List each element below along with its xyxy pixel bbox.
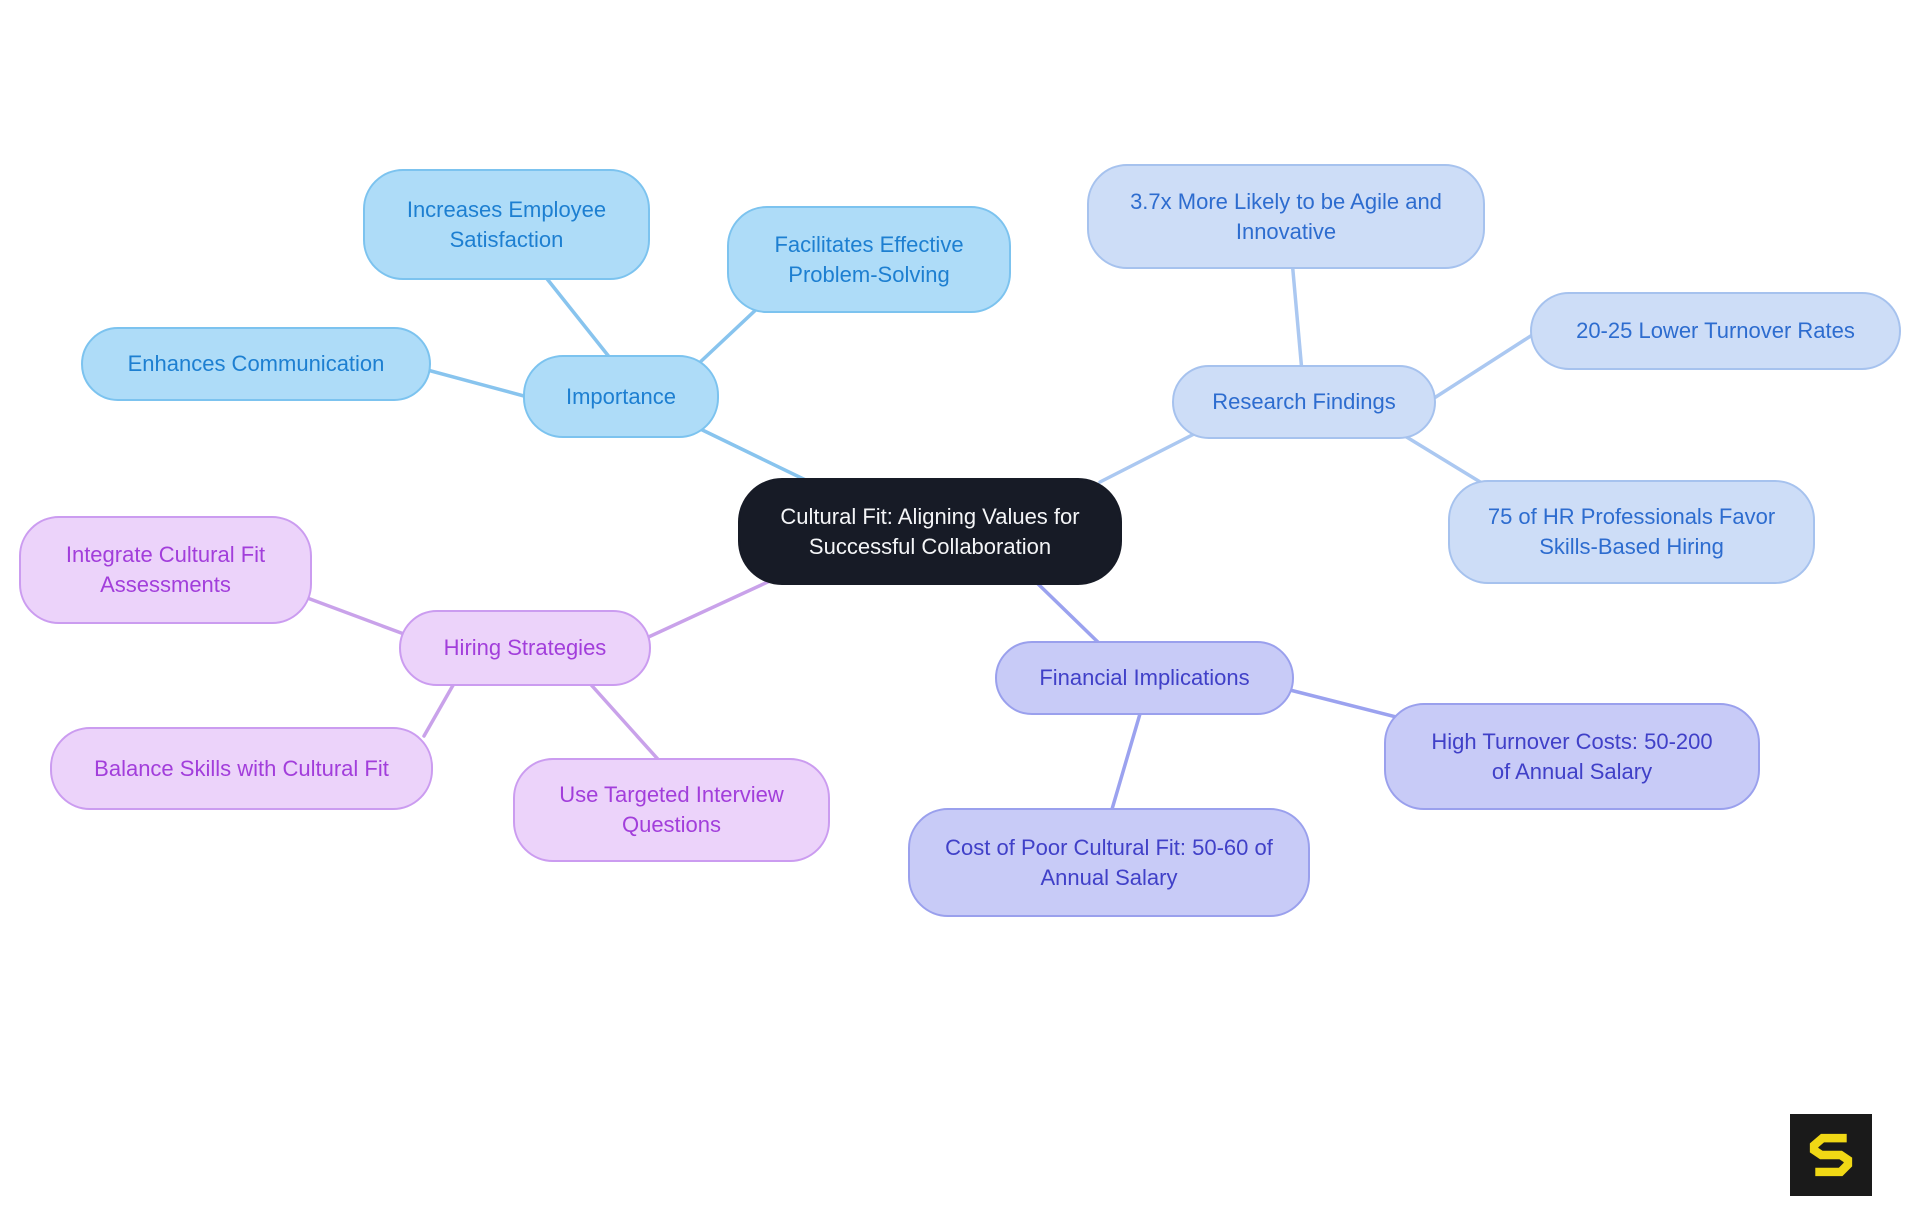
central-topic-label: Cultural Fit: Aligning Values for Succes… <box>780 503 1080 559</box>
node-balance-skills-cultural-fit: Balance Skills with Cultural Fit <box>50 727 433 810</box>
node-central-topic: Cultural Fit: Aligning Values for Succes… <box>738 478 1122 585</box>
node-cost-poor-cultural-fit: Cost of Poor Cultural Fit: 50-60 of Annu… <box>908 808 1310 917</box>
balance-skills-cultural-fit-label: Balance Skills with Cultural Fit <box>94 755 389 781</box>
node-importance: Importance <box>523 355 719 438</box>
edge-importance-enhances-communication <box>418 366 537 401</box>
node-hr-professionals-skills-hiring: 75 of HR Professionals Favor Skills-Base… <box>1448 480 1815 584</box>
edge-hiring-targeted-questions <box>583 676 666 768</box>
edge-research-agile-innovative <box>1290 258 1304 374</box>
node-research-findings: Research Findings <box>1172 365 1436 439</box>
edge-financial-cost-poor-fit <box>1108 705 1144 818</box>
edge-center-importance <box>688 422 822 489</box>
importance-label: Importance <box>565 383 677 409</box>
node-agile-innovative: 3.7x More Likely to be Agile and Innovat… <box>1087 164 1485 269</box>
node-facilitates-problem-solving: Facilitates Effective Problem-Solving <box>727 206 1011 313</box>
facilitates-problem-solving-label: Facilitates Effective Problem-Solving <box>774 231 964 287</box>
node-high-turnover-costs: High Turnover Costs: 50-200 of Annual Sa… <box>1384 703 1760 810</box>
research-findings-label: Research Findings <box>1212 389 1396 414</box>
agile-innovative-label: 3.7x More Likely to be Agile and Innovat… <box>1130 188 1442 244</box>
edge-importance-increases-satisfaction <box>538 268 620 370</box>
edge-center-hiring-strategies <box>640 578 774 642</box>
hiring-strategies-label: Hiring Strategies <box>443 635 607 660</box>
edge-research-hr-professionals <box>1398 431 1492 490</box>
logo-s-icon <box>1809 1133 1853 1177</box>
edge-importance-problem-solving <box>694 302 764 368</box>
edge-hiring-integrate-assessments <box>300 594 414 639</box>
cost-poor-cultural-fit-label: Cost of Poor Cultural Fit: 50-60 of Annu… <box>945 834 1273 890</box>
edge-center-financial-implications <box>1032 578 1106 650</box>
edge-center-research-findings <box>1098 430 1200 484</box>
node-lower-turnover-rates: 20-25 Lower Turnover Rates <box>1530 292 1901 370</box>
node-targeted-interview-questions: Use Targeted Interview Questions <box>513 758 830 862</box>
edge-research-turnover-rates <box>1426 328 1542 404</box>
node-integrate-cultural-fit-assessments: Integrate Cultural Fit Assessments <box>19 516 312 624</box>
targeted-interview-questions-label: Use Targeted Interview Questions <box>559 782 784 837</box>
increases-employee-satisfaction-label: Increases Employee Satisfaction <box>406 196 607 252</box>
node-increases-employee-satisfaction: Increases Employee Satisfaction <box>363 169 650 280</box>
enhances-communication-label: Enhances Communication <box>127 351 385 376</box>
brand-logo <box>1790 1114 1872 1196</box>
node-financial-implications: Financial Implications <box>995 641 1294 715</box>
edge-hiring-balance-skills <box>422 678 458 738</box>
node-hiring-strategies: Hiring Strategies <box>399 610 651 686</box>
lower-turnover-rates-label: 20-25 Lower Turnover Rates <box>1576 318 1855 343</box>
node-enhances-communication: Enhances Communication <box>81 327 431 401</box>
high-turnover-costs-label: High Turnover Costs: 50-200 of Annual Sa… <box>1431 728 1713 784</box>
hr-professionals-skills-hiring-label: 75 of HR Professionals Favor Skills-Base… <box>1487 504 1776 559</box>
financial-implications-label: Financial Implications <box>1039 665 1250 690</box>
integrate-cultural-fit-assessments-label: Integrate Cultural Fit Assessments <box>65 542 266 597</box>
edge-financial-high-turnover-costs <box>1280 686 1410 722</box>
